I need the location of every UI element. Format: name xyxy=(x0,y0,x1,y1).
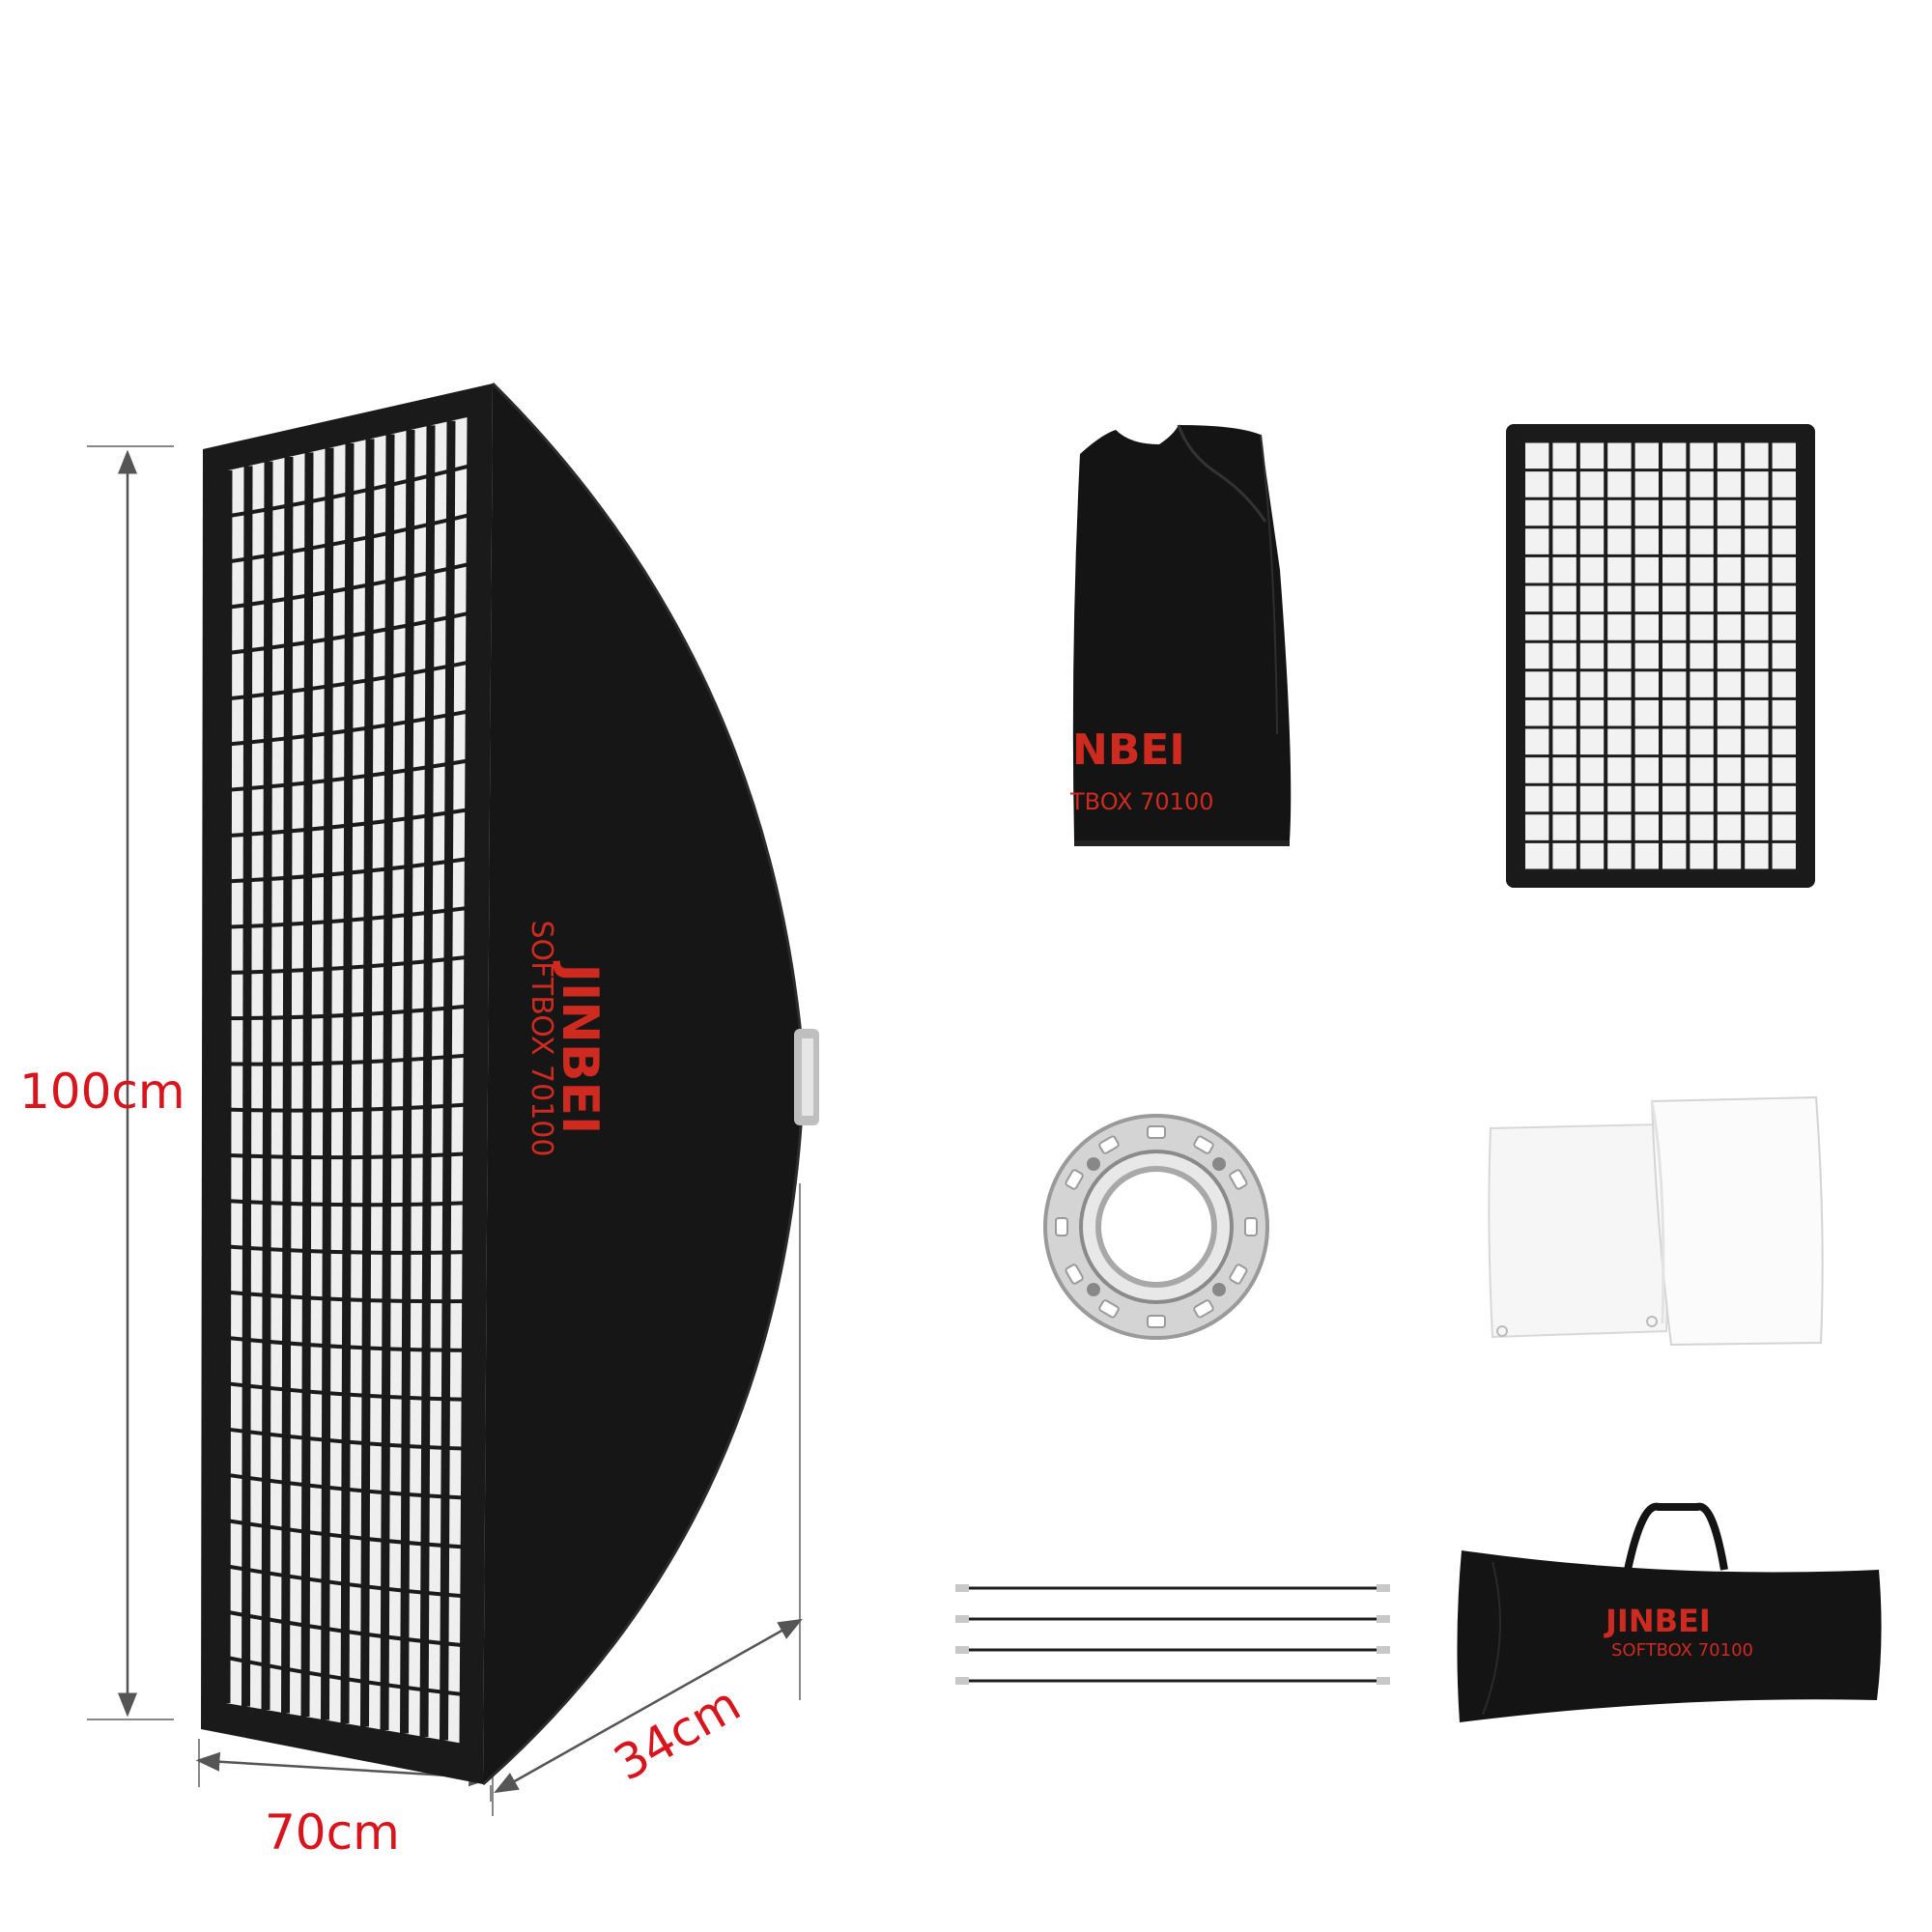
folded-softbox-image xyxy=(1072,424,1292,846)
carry-bag-model: SOFTBOX 70100 xyxy=(1611,1640,1753,1661)
folded-softbox-brand: NBEI xyxy=(1072,725,1185,775)
softbox-image xyxy=(201,382,819,1786)
height-label: 100cm xyxy=(19,1064,185,1120)
softbox-side-panel xyxy=(483,384,804,1784)
grid-panel-cells xyxy=(1521,440,1800,872)
diffusers-image xyxy=(1488,1095,1824,1347)
height-dimension-line xyxy=(87,445,174,1720)
softbox-model: SOFTBOX 70100 xyxy=(525,920,558,1157)
width-label: 70cm xyxy=(265,1804,400,1861)
carry-bag-image xyxy=(1457,1502,1882,1722)
support-rods-image xyxy=(955,1584,1390,1685)
folded-softbox-model: TBOX 70100 xyxy=(1070,788,1214,815)
grid-panel-image xyxy=(1506,424,1815,888)
softbox-grid xyxy=(221,415,476,1745)
speedring-image xyxy=(1043,1114,1269,1340)
softbox-brand: JINBEI xyxy=(551,963,609,1135)
carry-bag-brand: JINBEI xyxy=(1605,1603,1711,1639)
